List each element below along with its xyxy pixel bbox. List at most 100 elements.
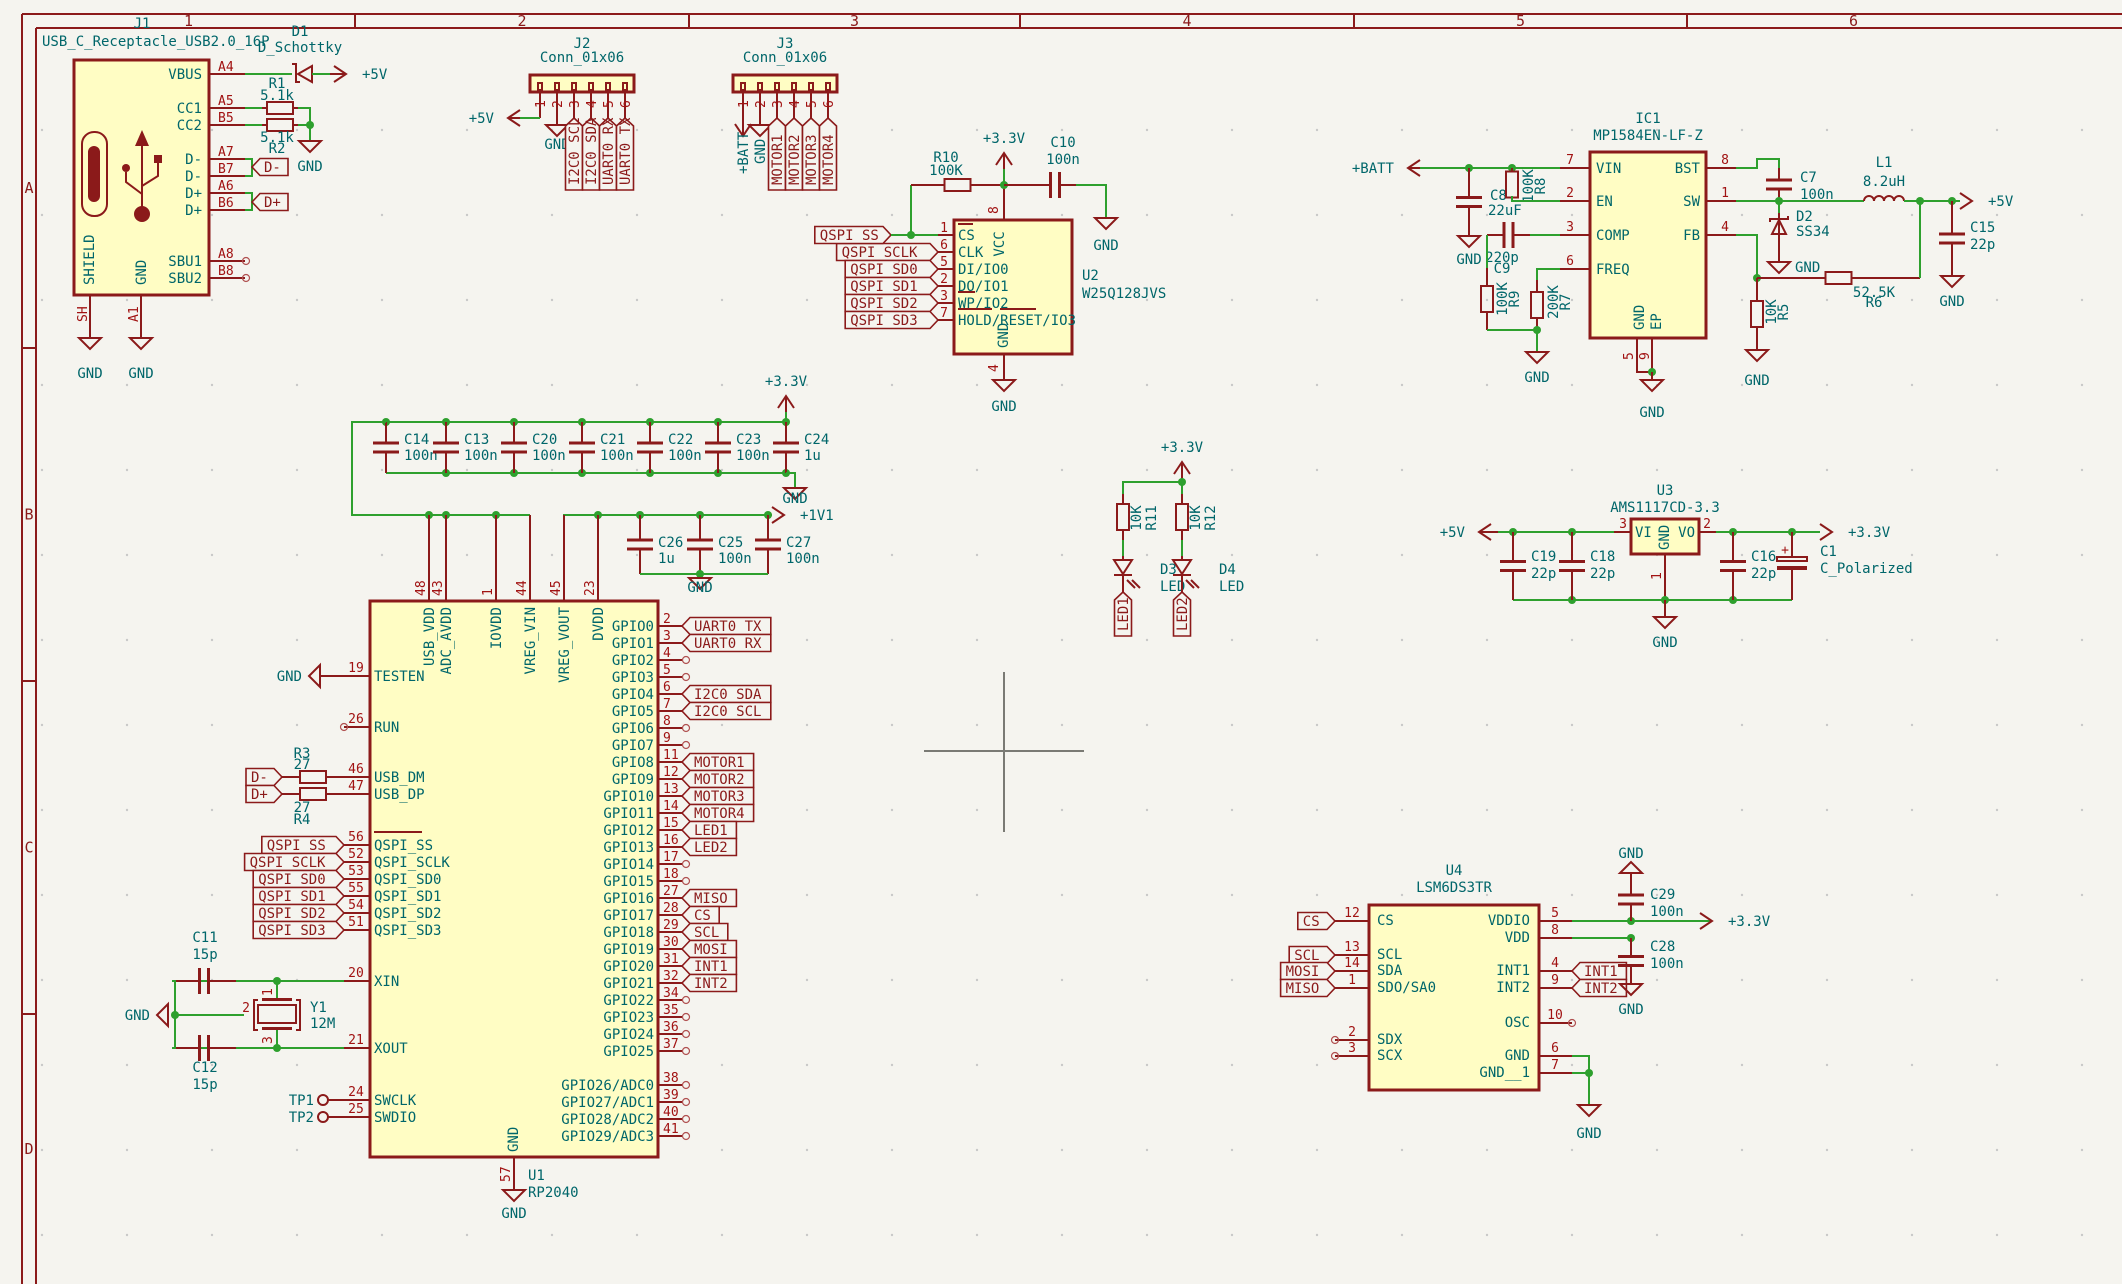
capacitor-c27[interactable] bbox=[755, 515, 781, 574]
net-label-qspi_sd0[interactable]: QSPI_SD0 bbox=[252, 869, 346, 889]
inductor-l1[interactable] bbox=[1863, 195, 1905, 202]
capacitor-c19[interactable] bbox=[1500, 532, 1526, 600]
polarized-capacitor-c1[interactable]: +C1C_Polarized bbox=[1776, 532, 1913, 600]
capacitor-c9[interactable] bbox=[1487, 222, 1530, 248]
net-label-qspi_sclk[interactable]: QSPI_SCLK bbox=[835, 242, 940, 262]
decoupling-3v3[interactable]: C14100nC13100nC20100nC21100nC22100nC2310… bbox=[351, 374, 829, 519]
net-label-led1[interactable]: LED1 bbox=[680, 820, 738, 840]
capacitor-c23[interactable] bbox=[705, 422, 731, 473]
net-label-qspi_sd2[interactable]: QSPI_SD2 bbox=[252, 903, 346, 923]
resistor-r11[interactable] bbox=[1116, 494, 1130, 540]
net-label-qspi_sclk[interactable]: QSPI_SCLK bbox=[243, 852, 346, 872]
capacitor-c28[interactable] bbox=[1618, 938, 1644, 984]
capacitor-c13[interactable] bbox=[433, 422, 459, 473]
resistor-r7[interactable] bbox=[1530, 280, 1544, 330]
net-label-uart0_rx[interactable]: UART0_RX bbox=[598, 116, 618, 191]
net-label-uart0_tx[interactable]: UART0_TX bbox=[680, 616, 772, 636]
net-label-uart0_rx[interactable]: UART0_RX bbox=[680, 633, 772, 653]
net-label-mosi[interactable]: MOSI bbox=[680, 939, 738, 959]
net-label-qspi_ss[interactable]: QSPI_SS bbox=[813, 225, 893, 245]
resistor-r10[interactable] bbox=[911, 178, 1004, 192]
net-label-motor1[interactable]: MOTOR1 bbox=[680, 752, 755, 772]
capacitor-c15[interactable] bbox=[1939, 201, 1965, 276]
capacitor-c22[interactable] bbox=[637, 422, 663, 473]
net-label-led1[interactable]: LED1 bbox=[1113, 590, 1133, 637]
net-label-d-[interactable]: D- bbox=[250, 157, 289, 177]
net-label-qspi_sd1[interactable]: QSPI_SD1 bbox=[844, 276, 940, 296]
net-label-uart0_tx[interactable]: UART0_TX bbox=[615, 116, 635, 191]
ldo-u3[interactable]: U3AMS1117CD-3.33VI2VOGND1+5V+3.3VGNDC192… bbox=[1440, 483, 1913, 651]
capacitor-c25[interactable] bbox=[687, 515, 713, 574]
capacitor-c16[interactable] bbox=[1720, 532, 1746, 600]
capacitor-c21[interactable] bbox=[569, 422, 595, 473]
net-label-i2c0_sda[interactable]: I2C0_SDA bbox=[581, 116, 601, 191]
net-label-d+[interactable]: D+ bbox=[250, 192, 289, 212]
capacitor-c18[interactable] bbox=[1559, 532, 1585, 600]
resistor-r12[interactable] bbox=[1175, 494, 1189, 540]
resistor-r5[interactable] bbox=[1750, 278, 1764, 350]
net-label-i2c0_scl[interactable]: I2C0_SCL bbox=[680, 701, 772, 721]
net-label-qspi_sd0[interactable]: QSPI_SD0 bbox=[844, 259, 940, 279]
test-point-icon[interactable] bbox=[317, 1094, 329, 1106]
net-label-d+[interactable]: D+ bbox=[245, 784, 284, 804]
buck-regulator-ic1[interactable]: IC1MP1584EN-LF-Z7VIN2EN3COMP6FREQ8BST1SW… bbox=[1352, 111, 2014, 421]
capacitor-c14[interactable] bbox=[373, 422, 399, 473]
capacitor-c8[interactable] bbox=[1456, 168, 1482, 236]
net-label-miso[interactable]: MISO bbox=[1279, 978, 1337, 998]
net-label-int2[interactable]: INT2 bbox=[1570, 978, 1628, 998]
resistor-r9[interactable] bbox=[1480, 268, 1494, 330]
net-label-int1[interactable]: INT1 bbox=[1570, 961, 1628, 981]
mcu-u1-rp2040[interactable]: 48USB_VDD43ADC_AVDD1IOVDD44VREG_VIN45VRE… bbox=[125, 515, 772, 1222]
net-label-motor3[interactable]: MOTOR3 bbox=[680, 786, 755, 806]
capacitor-c7[interactable] bbox=[1766, 168, 1792, 201]
resistor-r2[interactable] bbox=[262, 118, 298, 132]
resistor-r1[interactable] bbox=[262, 101, 298, 115]
net-label-d-[interactable]: D- bbox=[245, 767, 284, 787]
capacitor-c12[interactable] bbox=[172, 1035, 236, 1061]
resistor-r6[interactable] bbox=[1757, 271, 1920, 285]
net-label-motor3[interactable]: MOTOR3 bbox=[801, 116, 821, 191]
net-label-mosi[interactable]: MOSI bbox=[1279, 961, 1337, 981]
net-label-led2[interactable]: LED2 bbox=[1172, 590, 1192, 637]
net-label-qspi_sd2[interactable]: QSPI_SD2 bbox=[844, 293, 940, 313]
capacitor-c26[interactable] bbox=[627, 515, 653, 574]
net-label-motor1[interactable]: MOTOR1 bbox=[767, 116, 787, 191]
net-label-scl[interactable]: SCL bbox=[1288, 945, 1337, 965]
resistor-r4[interactable] bbox=[282, 787, 344, 801]
test-point-icon[interactable] bbox=[317, 1111, 329, 1123]
net-label-scl[interactable]: SCL bbox=[680, 922, 729, 942]
net-label-qspi_sd1[interactable]: QSPI_SD1 bbox=[252, 886, 346, 906]
net-label-qspi_ss[interactable]: QSPI_SS bbox=[260, 835, 346, 855]
net-label-cs[interactable]: CS bbox=[680, 905, 721, 925]
net-label-int1[interactable]: INT1 bbox=[680, 956, 738, 976]
net-label-i2c0_scl[interactable]: I2C0_SCL bbox=[564, 116, 584, 191]
net-label-cs[interactable]: CS bbox=[1297, 911, 1337, 931]
resistor-r3[interactable] bbox=[282, 770, 344, 784]
capacitor-c24[interactable] bbox=[773, 422, 799, 473]
net-label-miso[interactable]: MISO bbox=[680, 888, 738, 908]
net-label-motor4[interactable]: MOTOR4 bbox=[818, 116, 838, 191]
net-label-motor2[interactable]: MOTOR2 bbox=[784, 116, 804, 191]
net-label-motor2[interactable]: MOTOR2 bbox=[680, 769, 755, 789]
net-label-i2c0_sda[interactable]: I2C0_SDA bbox=[680, 684, 772, 704]
schottky-diode-d1[interactable]: D1D_Schottky bbox=[258, 24, 342, 84]
capacitor-c20[interactable] bbox=[501, 422, 527, 473]
net-label-qspi_sd3[interactable]: QSPI_SD3 bbox=[252, 920, 346, 940]
net-label-motor4[interactable]: MOTOR4 bbox=[680, 803, 755, 823]
capacitor-c11[interactable] bbox=[172, 968, 236, 994]
net-label-int2[interactable]: INT2 bbox=[680, 973, 738, 993]
capacitor-c29[interactable] bbox=[1618, 878, 1644, 921]
